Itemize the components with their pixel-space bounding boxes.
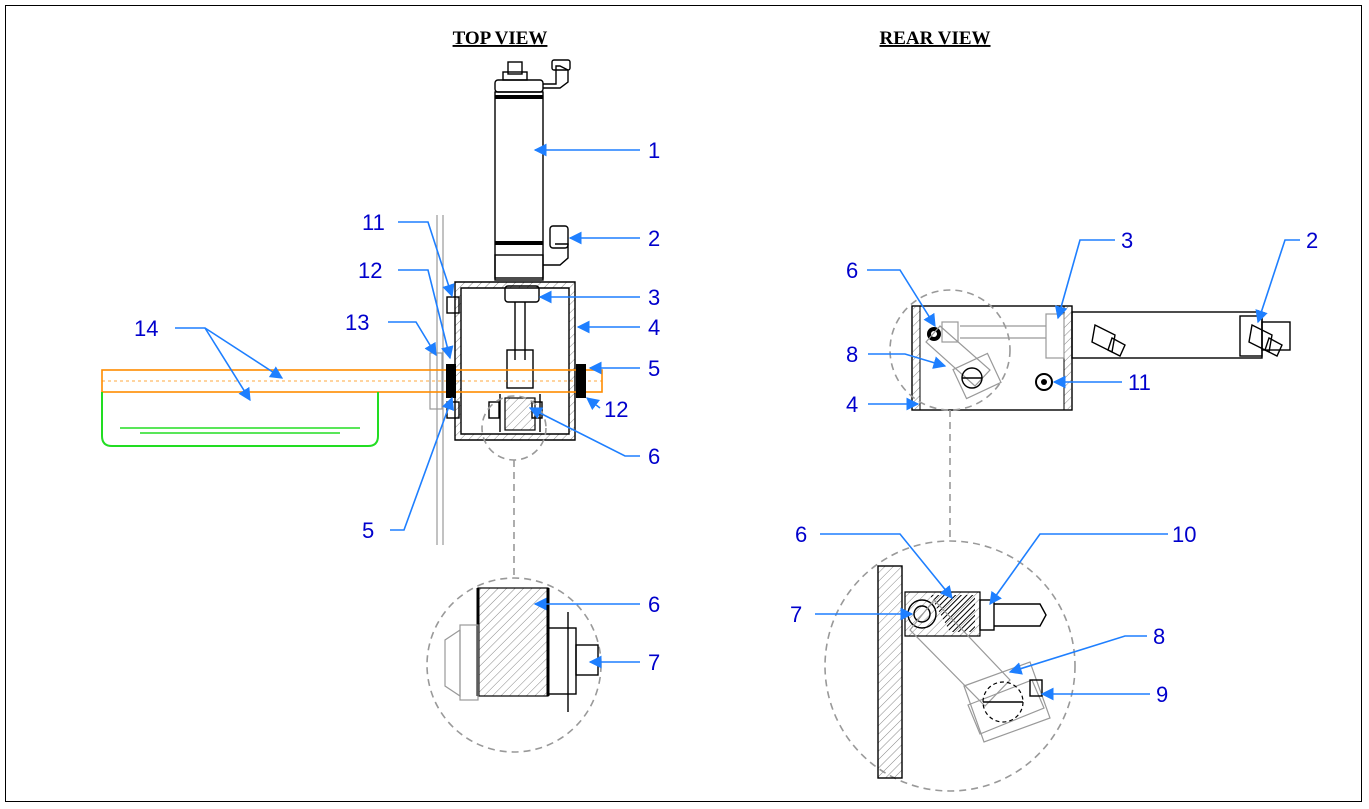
rear-detail-assembly: [877, 565, 1051, 779]
rear-view-title: REAR VIEW: [879, 28, 990, 49]
label-t5b: 5: [362, 518, 374, 543]
label-r11: 11: [1128, 370, 1151, 395]
label-t11: 11: [362, 210, 385, 235]
label-t14: 14: [134, 316, 158, 341]
label-t1: 1: [648, 138, 660, 163]
label-t7: 7: [648, 650, 660, 675]
label-t3: 3: [648, 285, 660, 310]
top-view-labels: 1 2 3 4 5 12 6 6 7 11 12 13 5 14: [134, 138, 660, 675]
top-view-leaders: [175, 143, 640, 669]
label-r3: 3: [1121, 228, 1133, 253]
label-r8b: 8: [1153, 624, 1165, 649]
rear-fitting-left: [1091, 323, 1126, 357]
label-t12b: 12: [604, 397, 628, 422]
label-t13: 13: [345, 310, 369, 335]
label-t12a: 12: [358, 258, 382, 283]
label-r8a: 8: [846, 342, 858, 367]
rail-bar: [101, 364, 603, 398]
detail-pin-assembly: [444, 587, 599, 712]
label-t6b: 6: [648, 592, 660, 617]
tray: [101, 392, 379, 447]
rear-detail-circle-small: [889, 289, 1011, 411]
label-r6a: 6: [846, 258, 858, 283]
rear-detail-circle-large: [824, 540, 1076, 792]
label-r9: 9: [1156, 682, 1168, 707]
rear-view-labels: 2 3 6 8 4 11 6 10 7 8 9: [790, 228, 1318, 707]
label-t5a: 5: [648, 356, 660, 381]
label-r4: 4: [846, 392, 858, 417]
label-t6a: 6: [648, 444, 660, 469]
label-t4: 4: [648, 315, 660, 340]
housing-bracket: [446, 281, 576, 441]
label-r10: 10: [1172, 522, 1196, 547]
label-r7: 7: [790, 602, 802, 627]
label-r2: 2: [1306, 228, 1318, 253]
top-view-drawing: [101, 59, 603, 753]
rear-view-drawing: [824, 289, 1291, 792]
label-r6b: 6: [795, 522, 807, 547]
drawing-border: [5, 5, 1362, 802]
cylinder-body: [494, 59, 571, 281]
top-view-title: TOP VIEW: [453, 28, 548, 49]
label-t2: 2: [648, 226, 660, 251]
rear-view-leaders: [815, 239, 1300, 701]
rear-fitting-right: [1248, 323, 1283, 357]
